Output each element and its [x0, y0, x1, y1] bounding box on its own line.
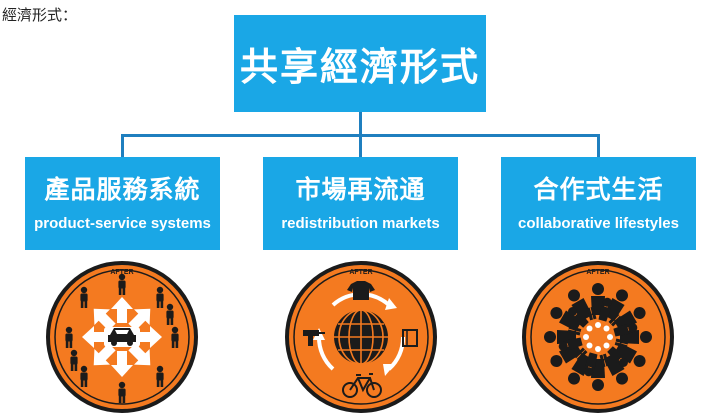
- category-title-zh: 合作式生活: [533, 175, 664, 204]
- category-box-collaborative: 合作式生活 collaborative lifestyles: [501, 157, 696, 250]
- car-sharing-icon: AFTER: [46, 261, 198, 413]
- community-circle-icon: AFTER: [522, 261, 674, 413]
- category-box-product-service: 產品服務系統 product-service systems: [25, 157, 220, 250]
- category-title-en: collaborative lifestyles: [518, 215, 679, 232]
- globe-redistribution-icon: AFTER: [285, 261, 437, 413]
- icon-after-label: AFTER: [349, 269, 372, 276]
- page-caption: 經濟形式：: [2, 6, 78, 24]
- connector-left: [121, 134, 124, 157]
- root-box: 共享經濟形式: [234, 15, 486, 112]
- root-title: 共享經濟形式: [239, 45, 480, 89]
- connector-center: [359, 134, 362, 157]
- icon-after-label: AFTER: [110, 269, 133, 276]
- category-title-en: product-service systems: [34, 215, 211, 232]
- category-title-zh: 產品服務系統: [44, 175, 201, 204]
- connector-trunk: [359, 112, 362, 136]
- category-title-zh: 市場再流通: [295, 175, 426, 204]
- icon-after-label: AFTER: [586, 269, 609, 276]
- category-box-redistribution: 市場再流通 redistribution markets: [263, 157, 458, 250]
- category-title-en: redistribution markets: [281, 215, 440, 232]
- connector-right: [597, 134, 600, 157]
